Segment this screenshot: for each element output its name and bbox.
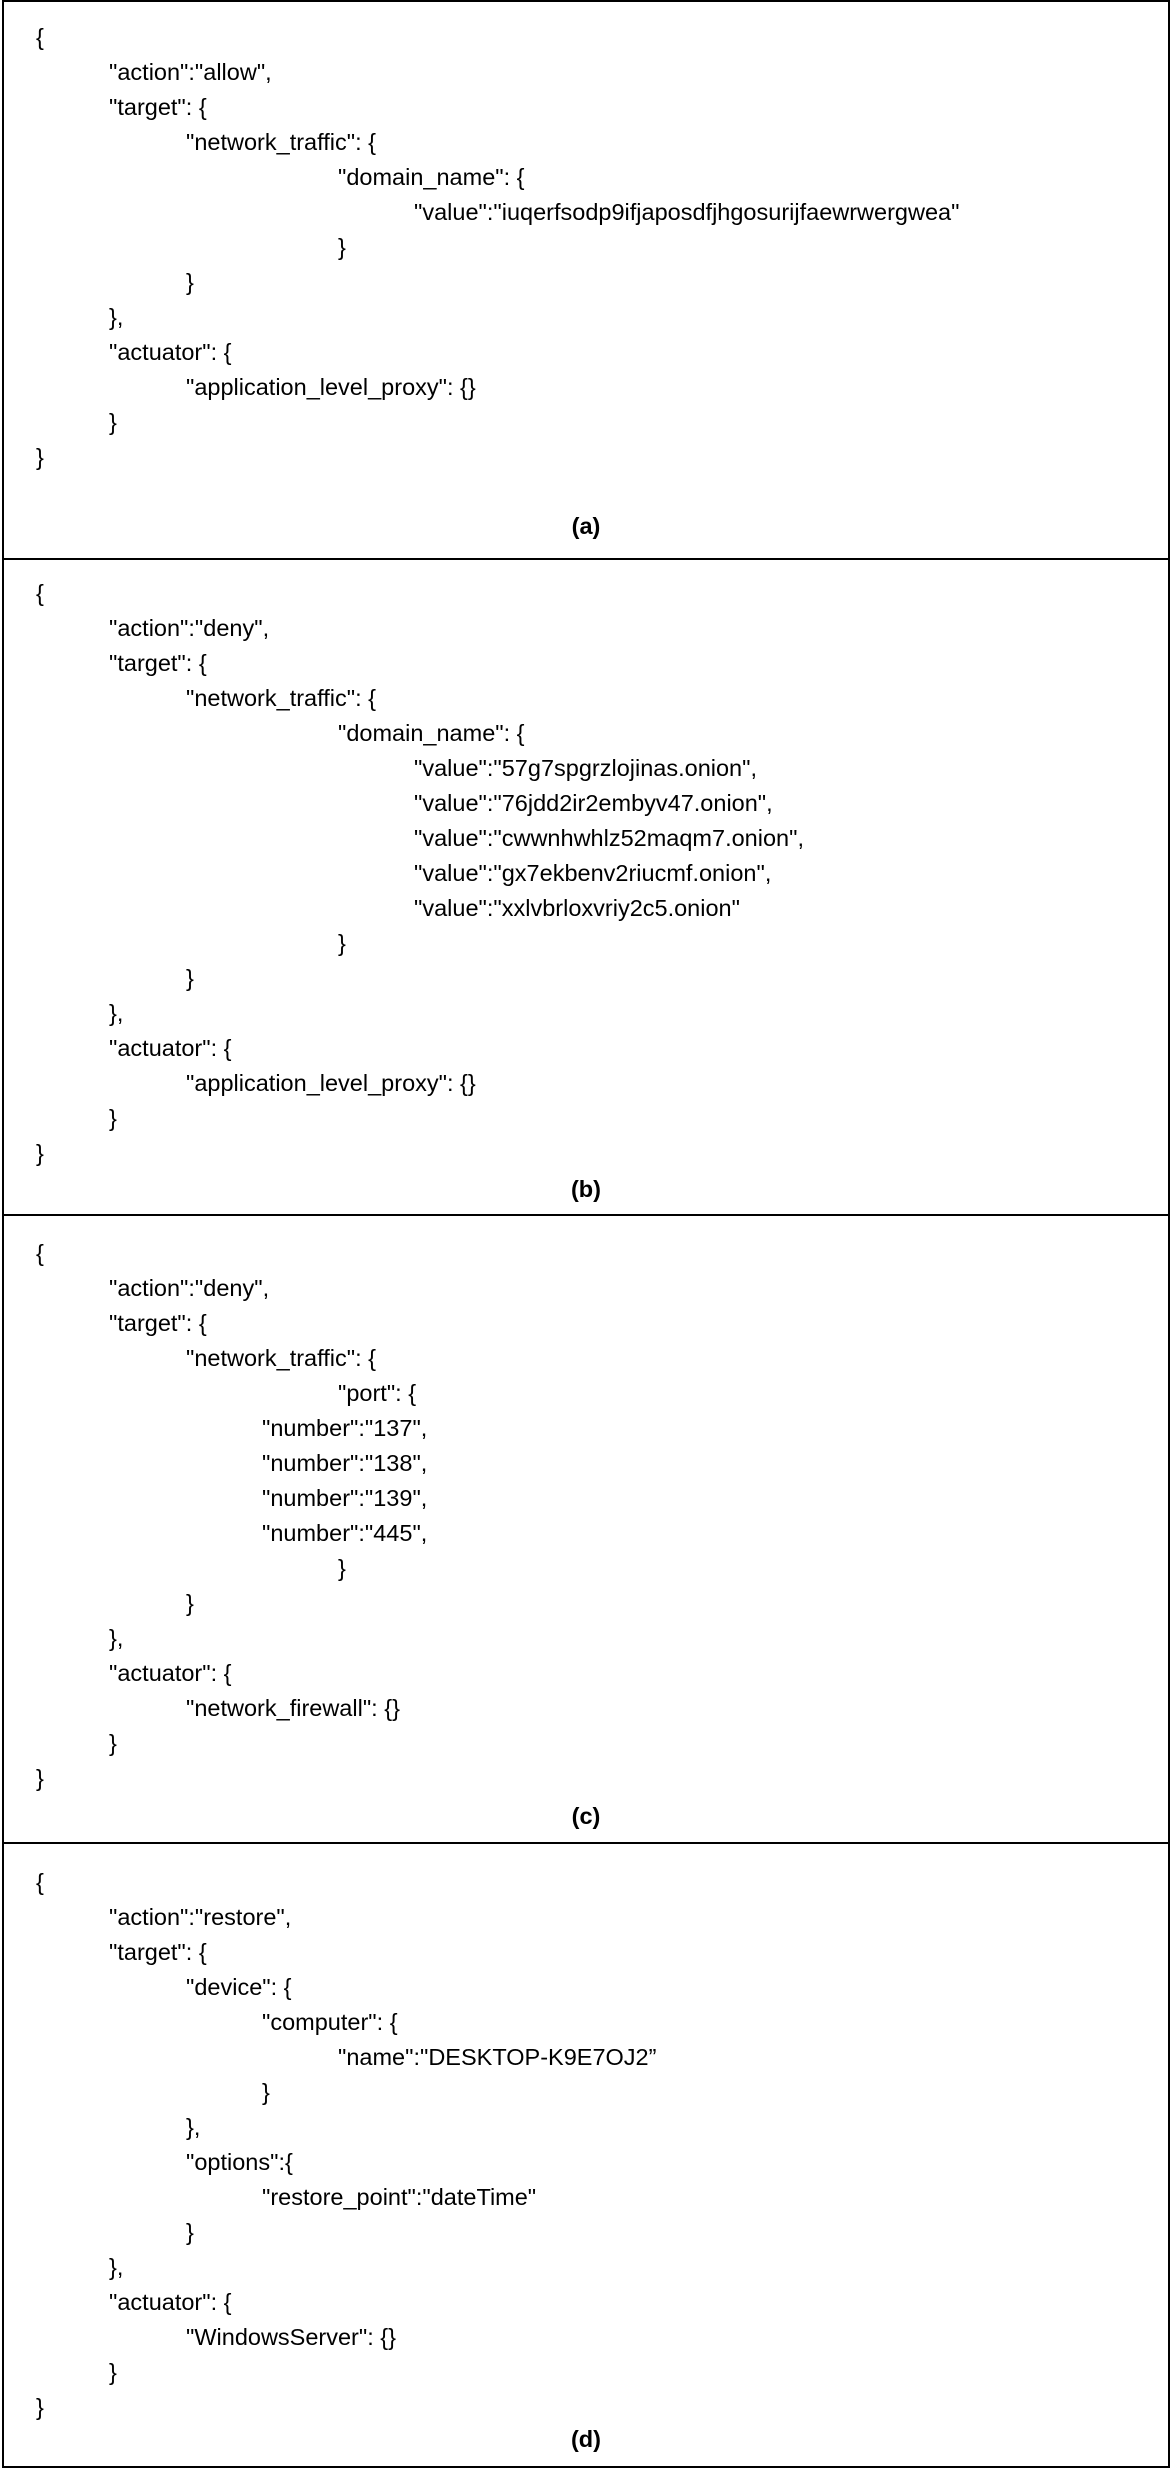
code-line: "value":"cwwnhwhlz52maqm7.onion", — [414, 825, 804, 851]
panel-caption: (b) — [570, 1176, 601, 1202]
code-line: } — [338, 234, 346, 260]
code-line: "restore_point":"dateTime" — [262, 2184, 537, 2210]
panel-b: { "action":"deny", "target": { "network_tra… — [4, 558, 1168, 1214]
code-line: "number":"139", — [262, 1485, 428, 1511]
code-line: "number":"138", — [262, 1450, 428, 1476]
code-line: } — [338, 930, 346, 956]
panel-caption: (c) — [571, 1803, 601, 1829]
code-line: "application_level_proxy": {} — [186, 1070, 476, 1096]
code-line: }, — [109, 2254, 124, 2280]
code-line: "value":"76jdd2ir2embyv47.onion", — [414, 790, 773, 816]
panel-d: { "action":"restore", "target": { "device":… — [4, 1842, 1168, 2470]
code-line: } — [109, 2359, 117, 2385]
code-line: "target": { — [109, 1310, 207, 1336]
code-line: "network_firewall": {} — [186, 1695, 400, 1721]
code-line: "value":"57g7spgrzlojinas.onion", — [414, 755, 757, 781]
code-line: { — [36, 1240, 44, 1266]
panel-c: { "action":"deny", "target": { "network_tra… — [4, 1214, 1168, 1842]
code-line: "action":"restore", — [109, 1904, 292, 1930]
code-line: "value":"iuqerfsodp9ifjaposdfjhgosurijfa… — [414, 199, 960, 225]
code-line: } — [109, 1730, 117, 1756]
code-line: "value":"xxlvbrloxvriy2c5.onion" — [414, 895, 740, 921]
code-line: "options":{ — [186, 2149, 293, 2175]
code-line: } — [262, 2079, 270, 2105]
code-line: } — [36, 1140, 44, 1166]
code-line: } — [109, 409, 117, 435]
code-line: "application_level_proxy": {} — [186, 374, 476, 400]
code-line: } — [186, 965, 194, 991]
code-line: "number":"137", — [262, 1415, 428, 1441]
code-line: } — [36, 2394, 44, 2420]
code-line: }, — [109, 1625, 124, 1651]
code-line: "port": { — [338, 1380, 417, 1406]
code-line: } — [186, 2219, 194, 2245]
code-line: "name":"DESKTOP-K9E7OJ2” — [338, 2044, 657, 2070]
code-line: "device": { — [186, 1974, 292, 2000]
code-line: "actuator": { — [109, 1660, 232, 1686]
code-line: { — [36, 1869, 44, 1895]
code-line: } — [186, 1590, 194, 1616]
code-line: "target": { — [109, 94, 207, 120]
code-line: }, — [186, 2114, 201, 2140]
code-line: "WindowsServer": {} — [186, 2324, 396, 2350]
code-line: "actuator": { — [109, 1035, 232, 1061]
code-line: } — [36, 1765, 44, 1791]
code-line: "network_traffic": { — [186, 129, 376, 155]
code-line: "value":"gx7ekbenv2riucmf.onion", — [414, 860, 772, 886]
code-line: } — [186, 269, 194, 295]
code-line: "action":"deny", — [109, 1275, 270, 1301]
panel-caption: (a) — [571, 513, 601, 539]
code-line: "actuator": { — [109, 339, 232, 365]
code-line: "actuator": { — [109, 2289, 232, 2315]
code-line: "domain_name": { — [338, 720, 525, 746]
code-line: } — [109, 1105, 117, 1131]
code-line: "computer": { — [262, 2009, 398, 2035]
code-line: "domain_name": { — [338, 164, 525, 190]
code-line: }, — [109, 1000, 124, 1026]
code-line: "network_traffic": { — [186, 1345, 376, 1371]
code-line: }, — [109, 304, 124, 330]
code-line: "target": { — [109, 650, 207, 676]
code-line: } — [36, 444, 44, 470]
code-line: "target": { — [109, 1939, 207, 1965]
panel-a: { "action":"allow", "target": { "network_tr… — [4, 2, 1168, 558]
code-line: { — [36, 24, 44, 50]
code-line: "number":"445", — [262, 1520, 428, 1546]
code-line: "action":"deny", — [109, 615, 270, 641]
code-line: } — [338, 1555, 346, 1581]
code-line: "action":"allow", — [109, 59, 272, 85]
code-line: { — [36, 580, 44, 606]
code-line: "network_traffic": { — [186, 685, 376, 711]
panel-caption: (d) — [570, 2426, 601, 2452]
